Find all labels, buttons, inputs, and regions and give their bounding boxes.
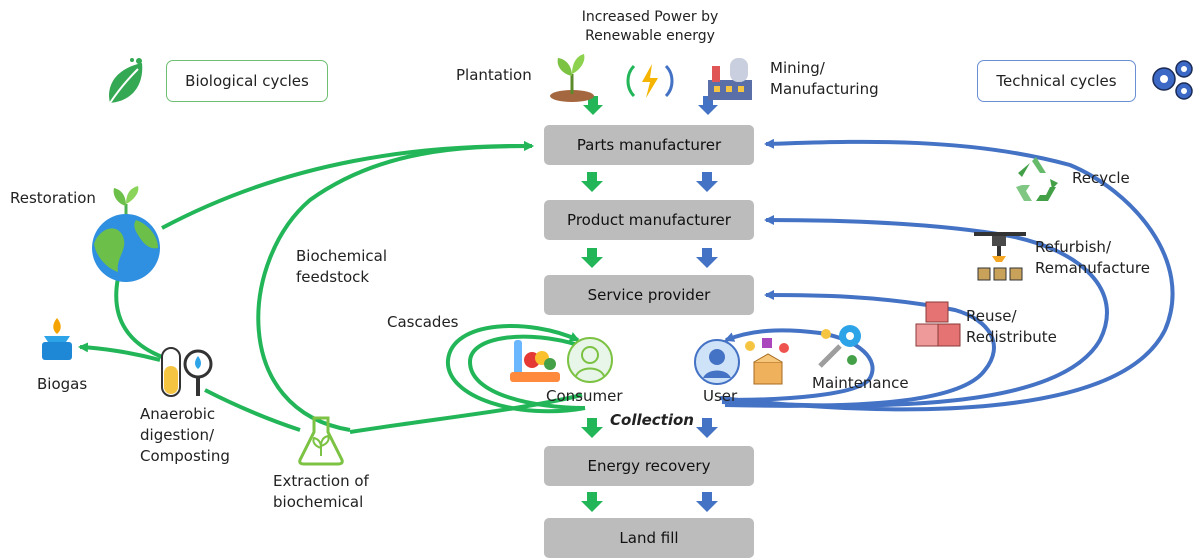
- biological-cycles-box: Biological cycles: [166, 60, 328, 102]
- consumer-label: Consumer: [546, 387, 623, 405]
- stage-land-fill: Land fill: [544, 518, 754, 558]
- recycle-label: Recycle: [1072, 169, 1130, 187]
- blue-cycle-lines: [719, 138, 1175, 412]
- collection-label: Collection: [610, 411, 694, 429]
- feedstock-label: Biochemical feedstock: [296, 247, 388, 286]
- stage-product-manufacturer: Product manufacturer: [544, 200, 754, 240]
- mining-label: Mining/ Manufacturing: [770, 59, 879, 98]
- plantation-label: Plantation: [456, 66, 532, 84]
- plantation-icon: [548, 50, 596, 106]
- technical-cycles-box: Technical cycles: [977, 60, 1136, 102]
- flask-sprout-icon: [296, 414, 346, 470]
- test-tube-magnifier-icon: [156, 344, 216, 404]
- stage-energy-recovery: Energy recovery: [544, 446, 754, 486]
- recycle-icon: [1010, 155, 1062, 207]
- boxes-icon: [912, 300, 964, 354]
- blue-down-arrows: [696, 96, 718, 512]
- stage-service-provider: Service provider: [544, 275, 754, 315]
- groceries-icon: [508, 338, 562, 390]
- consumer-avatar-icon: [566, 336, 614, 388]
- user-avatar-icon: [694, 338, 740, 390]
- stage-parts-manufacturer: Parts manufacturer: [544, 125, 754, 165]
- earth-sprout-icon: [88, 184, 166, 288]
- maintenance-label: Maintenance: [812, 374, 909, 392]
- factory-icon: [706, 52, 754, 106]
- products-box-icon: [742, 336, 794, 390]
- green-cycle-lines: [78, 140, 586, 434]
- technical-cycles-label: Technical cycles: [996, 72, 1117, 90]
- user-label: User: [703, 387, 738, 405]
- biogas-burner-icon: [36, 316, 78, 366]
- extraction-label: Extraction of biochemical: [273, 472, 369, 511]
- anaerobic-label: Anaerobic digestion/ Composting: [140, 405, 230, 465]
- wrench-gear-icon: [814, 320, 870, 374]
- robot-arm-icon: [972, 230, 1028, 288]
- restoration-label: Restoration: [10, 189, 96, 207]
- gears-icon: [1148, 55, 1198, 109]
- refurbish-label: Refurbish/ Remanufacture: [1035, 238, 1150, 277]
- reuse-label: Reuse/ Redistribute: [966, 307, 1057, 346]
- leaf-icon: [104, 57, 146, 109]
- biological-cycles-label: Biological cycles: [185, 72, 309, 90]
- biogas-label: Biogas: [37, 375, 88, 393]
- power-label: Increased Power by Renewable energy: [581, 9, 719, 44]
- renewable-energy-icon: [624, 60, 676, 106]
- green-down-arrows: [581, 96, 603, 512]
- cascades-label: Cascades: [387, 313, 459, 331]
